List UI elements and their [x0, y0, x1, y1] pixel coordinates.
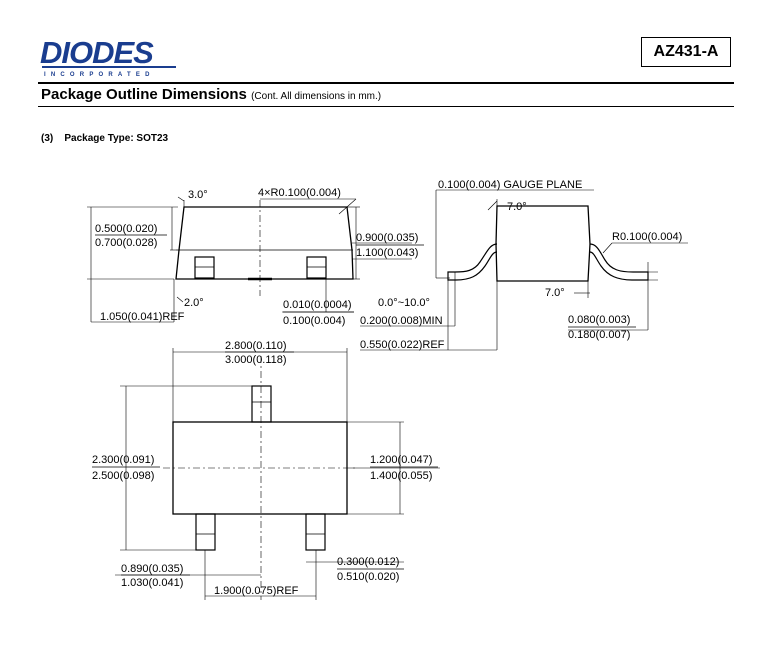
dim-radius-lead: R0.100(0.004)	[612, 231, 682, 243]
part-number: AZ431-A	[653, 43, 719, 60]
logo-subtext: INCORPORATED	[44, 72, 155, 78]
dim-pitch-ref: 1.900(0.075)REF	[214, 585, 299, 597]
dim-body-w-min: 1.200(0.047)	[370, 454, 432, 466]
dim-angle-7-top: 7.0°	[507, 201, 527, 213]
section-title: Package Outline Dimensions	[41, 86, 247, 103]
dim-pitch-min: 0.890(0.035)	[121, 563, 183, 575]
diodes-logo: DIODES INCORPORATED	[40, 36, 176, 78]
dim-h-min: 0.500(0.020)	[95, 223, 157, 235]
dim-width-max: 2.500(0.098)	[92, 470, 154, 482]
top-view	[115, 348, 440, 600]
section-heading: Package Outline Dimensions (Cont. All di…	[41, 86, 381, 103]
dim-pitch-max: 1.030(0.041)	[121, 577, 183, 589]
package-type: Package Type: SOT23	[64, 133, 169, 144]
dim-standoff-max: 0.100(0.004)	[283, 315, 345, 327]
dim-lead-angle: 0.0°~10.0°	[378, 297, 430, 309]
dim-angle-2: 2.0°	[184, 297, 204, 309]
dim-gauge-plane: 0.100(0.004) GAUGE PLANE	[438, 179, 582, 191]
dim-lead-thk-min: 0.080(0.003)	[568, 314, 630, 326]
dim-lead-ref: 0.550(0.022)REF	[360, 339, 445, 351]
dim-lead-w-min: 0.300(0.012)	[337, 556, 399, 568]
side-view	[87, 196, 412, 323]
header-rule-top	[38, 82, 734, 84]
package-type-line: (3) Package Type: SOT23	[41, 133, 168, 144]
header-rule-bottom	[38, 106, 734, 107]
dim-standoff-min: 0.010(0.0004)	[283, 299, 352, 311]
dim-len-max: 3.000(0.118)	[225, 354, 287, 366]
section-note: (Cont. All dimensions in mm.)	[251, 91, 382, 102]
dim-total-h-ref: 1.050(0.041)REF	[100, 311, 185, 323]
dim-angle-7-bottom: 7.0°	[545, 287, 565, 299]
dim-width-min: 2.300(0.091)	[92, 454, 154, 466]
dim-angle-3: 3.0°	[188, 189, 208, 201]
dim-body-h-max: 1.100(0.043)	[356, 247, 418, 259]
dim-h-max: 0.700(0.028)	[95, 237, 157, 249]
dim-lead-w-max: 0.510(0.020)	[337, 571, 399, 583]
dim-body-w-max: 1.400(0.055)	[370, 470, 432, 482]
dim-body-h-min: 0.900(0.035)	[356, 232, 418, 244]
package-index: (3)	[41, 133, 54, 144]
logo-wordmark: DIODES	[40, 36, 154, 70]
dim-lead-thk-max: 0.180(0.007)	[568, 329, 630, 341]
part-number-box: AZ431-A	[641, 37, 731, 67]
dim-lead-min: 0.200(0.008)MIN	[360, 315, 443, 327]
dim-len-min: 2.800(0.110)	[225, 340, 287, 352]
lead-detail-view	[360, 189, 688, 351]
dimension-labels: 3.0° 4×R0.100(0.004) 0.500(0.020) 0.700(…	[92, 179, 682, 597]
dim-radius-4x: 4×R0.100(0.004)	[258, 187, 341, 199]
